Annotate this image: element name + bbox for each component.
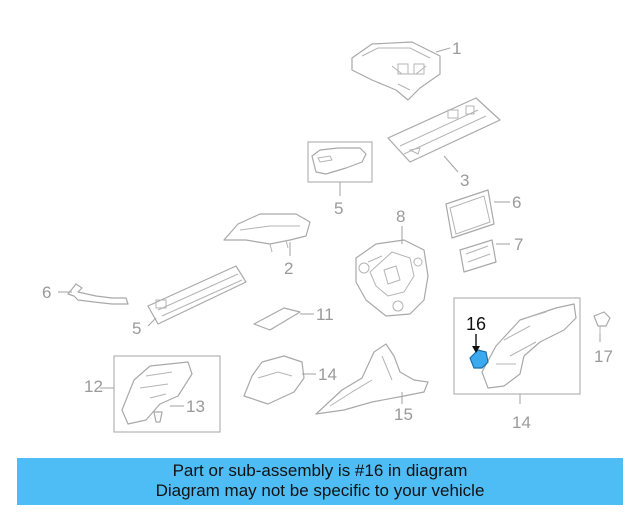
callout-2: 2: [284, 259, 293, 278]
part-6-bracket[interactable]: [67, 283, 129, 305]
callout-14: 14: [512, 413, 531, 432]
part-11-glovebox-panel[interactable]: [121, 361, 193, 425]
callout-15: 15: [394, 405, 413, 424]
callout-4: 5: [132, 319, 141, 338]
callout-6: 6: [42, 283, 51, 302]
part-9-center-bracket[interactable]: [355, 239, 429, 317]
callout-17: 17: [594, 347, 613, 366]
part-16-highlighted[interactable]: [469, 349, 489, 369]
callout-3: 3: [460, 171, 469, 190]
part-3-panel[interactable]: [387, 97, 501, 163]
parts-diagram: 1 3 5 6 7 2: [42, 39, 613, 433]
part-8-pad[interactable]: [459, 239, 497, 273]
part-7-bezel[interactable]: [445, 189, 495, 239]
part-2-lower-cover[interactable]: [223, 213, 311, 253]
part-1-upper-panel[interactable]: [351, 41, 441, 101]
callout-5: 5: [334, 199, 343, 218]
part-13-bin[interactable]: [243, 355, 305, 405]
part-15-side-panel[interactable]: [315, 343, 429, 415]
callout-7: 6: [512, 193, 521, 212]
part-14-console-side[interactable]: [481, 303, 577, 389]
callout-1: 1: [452, 39, 461, 58]
part-17-fastener[interactable]: [593, 311, 611, 336]
part-11-frame: [113, 355, 221, 433]
callout-11: 12: [84, 377, 103, 396]
part-12-clip[interactable]: [153, 411, 163, 423]
banner-line-1: Part or sub-assembly is #16 in diagram: [172, 461, 468, 480]
part-5-trim[interactable]: [311, 147, 367, 175]
callout-12: 13: [186, 397, 205, 416]
part-10-pad[interactable]: [253, 307, 301, 331]
part-14-frame: [453, 297, 581, 395]
callout-10: 11: [316, 305, 334, 324]
callout-16: 16: [466, 314, 486, 334]
part-4-long-panel[interactable]: [147, 265, 247, 325]
info-banner: Part or sub-assembly is #16 in diagram D…: [17, 458, 623, 505]
banner-line-2: Diagram may not be specific to your vehi…: [155, 481, 485, 500]
callout-8: 7: [514, 235, 523, 254]
callout-9: 8: [396, 207, 405, 226]
callout-13: 14: [318, 365, 337, 384]
